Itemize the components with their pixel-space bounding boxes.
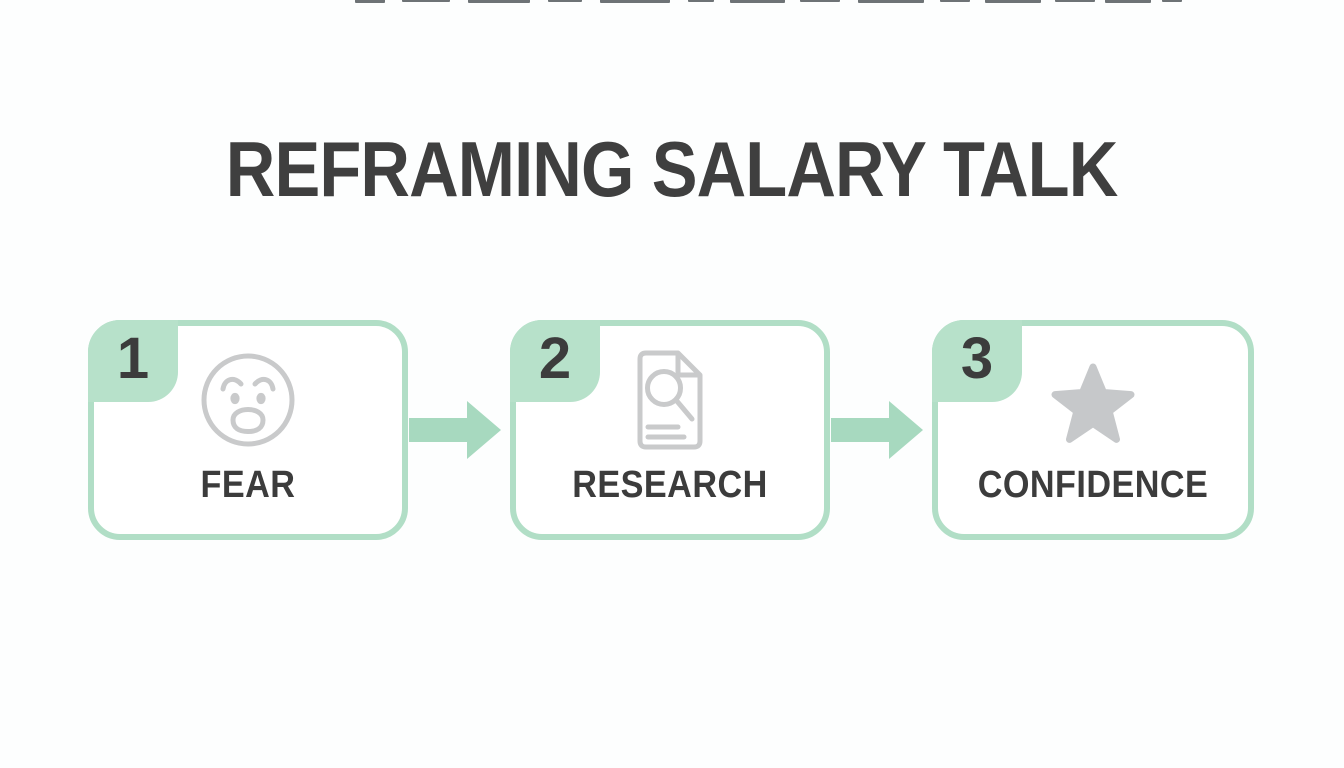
step-number-tab: 2 [510, 320, 600, 402]
cropped-text-artifact [800, 0, 840, 2]
document-search-icon [615, 350, 725, 455]
cropped-text-artifact [600, 0, 670, 3]
cropped-text-artifact [1162, 0, 1182, 2]
step-card-confidence: 3 CONFIDENCE [932, 320, 1254, 540]
page-title-text: REFRAMING SALARY TALK [226, 125, 1118, 213]
cropped-text-artifact [858, 0, 924, 3]
step-number: 3 [960, 326, 994, 391]
step-card-research: 2 RESEARCH [510, 320, 830, 540]
step-number-tab: 1 [88, 320, 178, 402]
step-number-tab: 3 [932, 320, 1022, 402]
step-label: FEAR [200, 464, 296, 506]
worried-face-icon [193, 350, 303, 455]
step-label: RESEARCH [572, 464, 768, 506]
cropped-text-artifact [468, 0, 530, 3]
cropped-text-artifact [402, 0, 450, 2]
cropped-text-artifact [688, 0, 714, 2]
page-title: REFRAMING SALARY TALK [0, 130, 1344, 208]
cropped-text-artifact [548, 0, 582, 2]
star-icon [1038, 355, 1148, 460]
cropped-text-artifact [985, 0, 1041, 3]
step-label: CONFIDENCE [977, 464, 1209, 506]
arrow-right-icon [409, 401, 501, 459]
cropped-text-artifact [730, 0, 785, 3]
arrow-right-icon [831, 401, 923, 459]
cropped-text-artifact [1055, 0, 1095, 2]
step-number: 1 [116, 326, 150, 391]
cropped-text-artifact [940, 0, 970, 2]
cropped-text-artifacts [0, 0, 1344, 6]
cropped-text-artifact [1105, 0, 1151, 3]
step-card-fear: 1 FEAR [88, 320, 408, 540]
cropped-text-artifact [355, 0, 385, 3]
step-number: 2 [538, 326, 572, 391]
